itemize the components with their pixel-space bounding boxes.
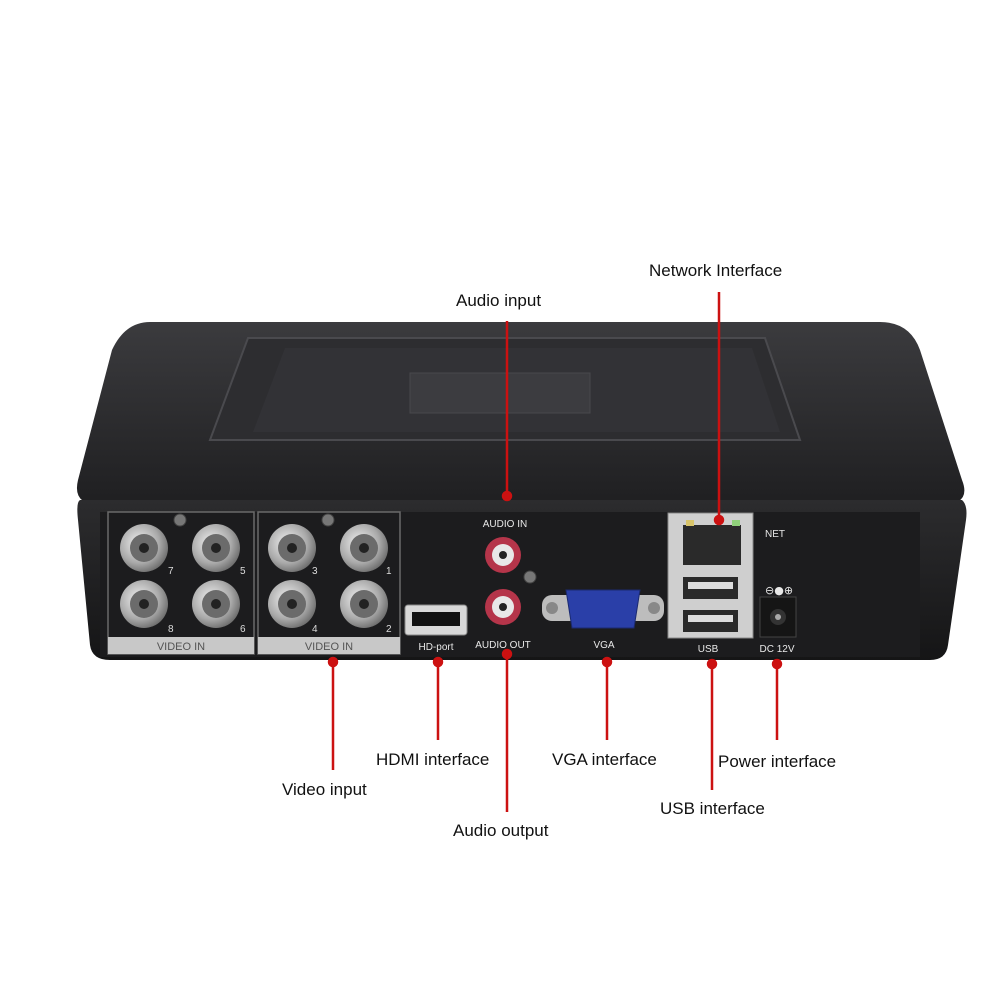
audio-in-label: AUDIO IN <box>483 519 527 530</box>
top-center-pad <box>409 372 591 414</box>
dc-power-port <box>759 596 797 638</box>
callout-line-audio-output <box>501 648 513 812</box>
usb-port <box>683 577 738 599</box>
callout-line-audio-input <box>501 321 513 502</box>
audio-in-jack <box>485 537 521 573</box>
callout-label-hdmi-interface: HDMI interface <box>376 750 490 769</box>
callout-line-video-input <box>327 656 339 770</box>
screw <box>523 570 537 584</box>
bnc-number: 2 <box>386 624 392 635</box>
callout-line-vga <box>601 656 613 740</box>
bnc-number: 6 <box>240 624 246 635</box>
callout-label-audio-input: Audio input <box>456 291 542 310</box>
bnc-connector <box>340 580 388 628</box>
callout-label-video-input: Video input <box>282 780 367 799</box>
video-in-label-left: VIDEO IN <box>157 641 205 653</box>
bnc-number: 7 <box>168 566 174 577</box>
callout-label-usb-interface: USB interface <box>660 799 765 818</box>
callout-line-hdmi <box>432 656 444 740</box>
bnc-connector <box>268 580 316 628</box>
bnc-number: 4 <box>312 624 318 635</box>
bnc-connector <box>120 580 168 628</box>
bnc-connector <box>192 580 240 628</box>
callout-label-network-interface: Network Interface <box>649 261 783 280</box>
screw <box>321 513 335 527</box>
bnc-connector <box>120 524 168 572</box>
callout-label-audio-output: Audio output <box>453 821 549 840</box>
net-label: NET <box>765 529 785 540</box>
audio-out-label: AUDIO OUT <box>475 640 531 651</box>
callout-label-vga-interface: VGA interface <box>552 750 657 769</box>
bnc-number: 3 <box>312 566 318 577</box>
ethernet-port <box>683 520 741 565</box>
callout-line-network <box>713 292 725 526</box>
usb-port <box>683 610 738 632</box>
callout-label-power-interface: Power interface <box>718 752 837 771</box>
vga-label: VGA <box>593 640 614 651</box>
bnc-number: 8 <box>168 624 174 635</box>
callout-line-usb <box>706 658 718 790</box>
bnc-connector <box>192 524 240 572</box>
bnc-number: 1 <box>386 566 392 577</box>
callout-line-power <box>771 658 783 740</box>
polarity-symbol-icon: ⊖●⊕ <box>765 584 793 597</box>
vga-port <box>542 589 664 629</box>
screw <box>173 513 187 527</box>
bnc-connector <box>268 524 316 572</box>
bnc-number: 5 <box>240 566 246 577</box>
dc-label: DC 12V <box>759 644 794 655</box>
usb-label: USB <box>698 644 719 655</box>
bnc-connector <box>340 524 388 572</box>
audio-out-jack <box>485 589 521 625</box>
video-in-label-right: VIDEO IN <box>305 641 353 653</box>
hd-port-label: HD-port <box>418 642 453 653</box>
